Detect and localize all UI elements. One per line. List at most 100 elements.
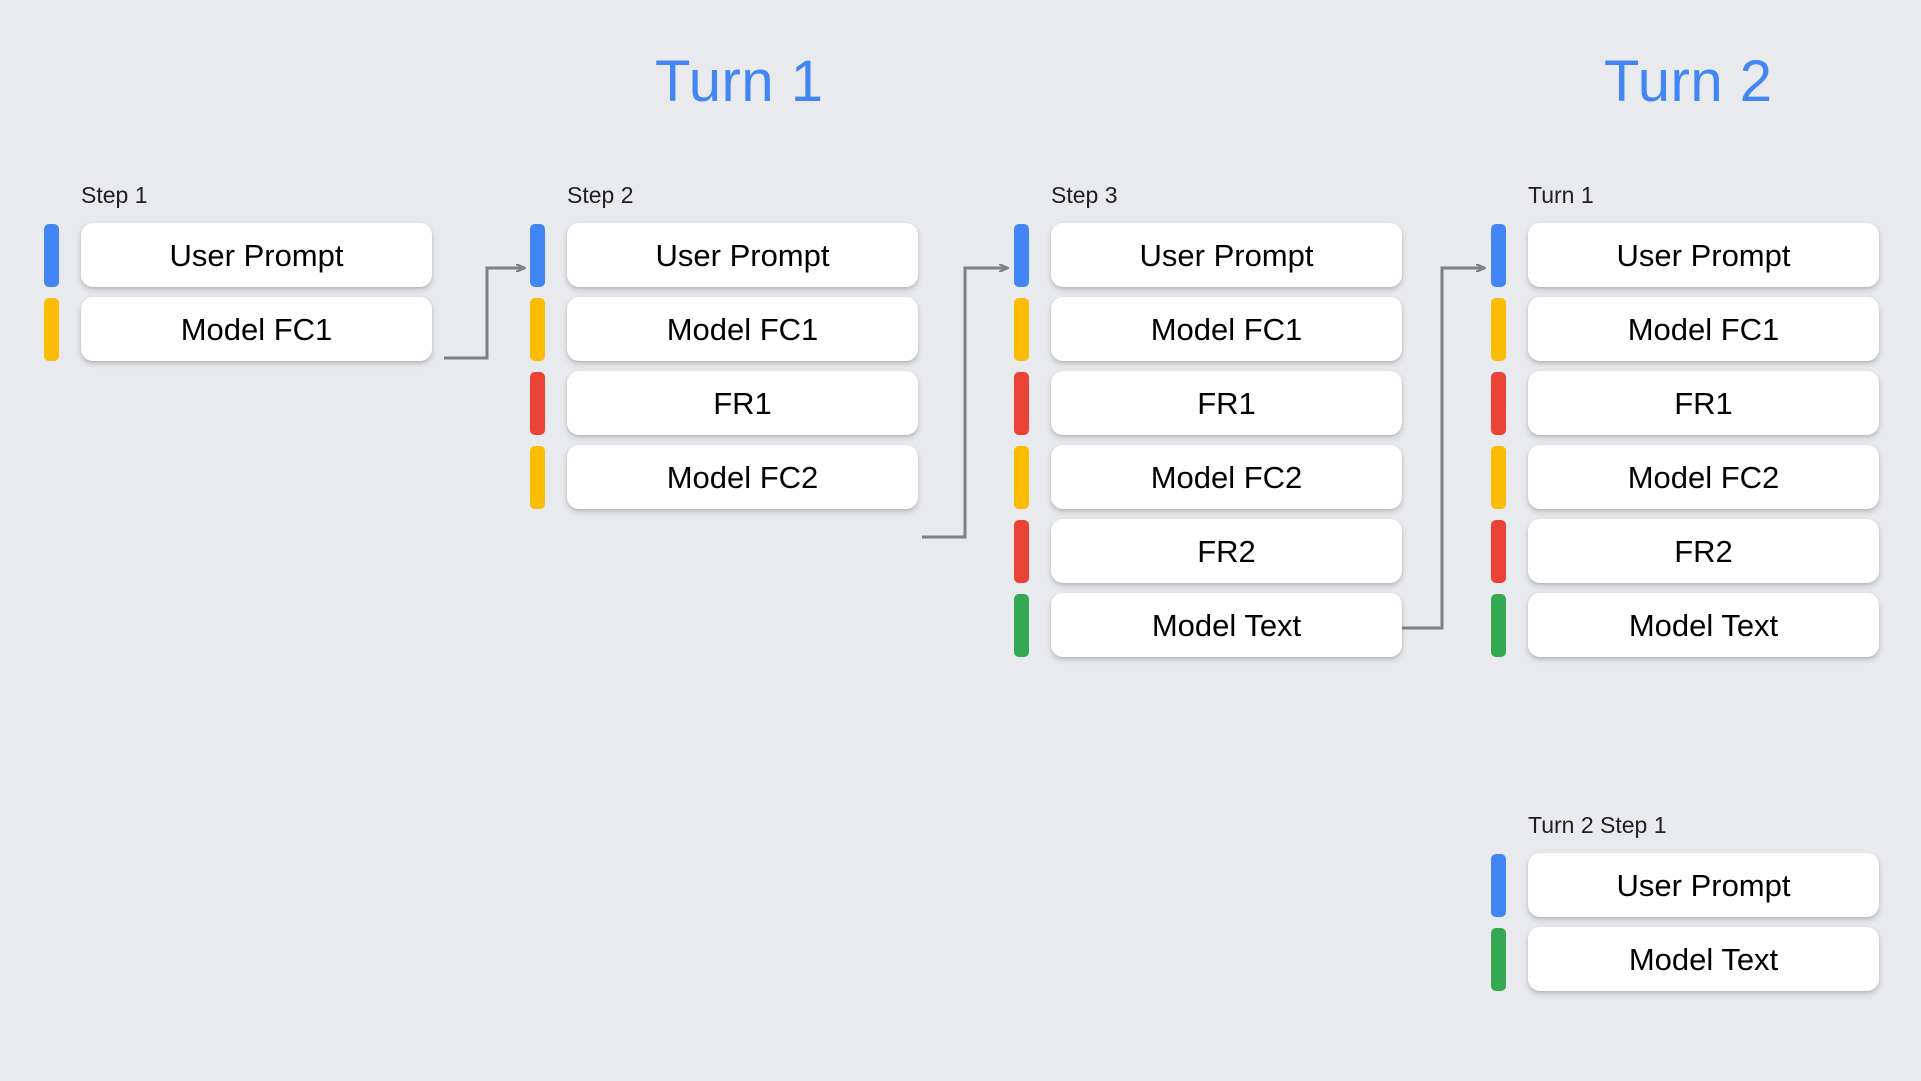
card-fr2[interactable]: FR2 — [1051, 519, 1402, 583]
status-bar-user-prompt-icon — [1491, 223, 1506, 287]
status-bar-user-prompt-icon — [1014, 223, 1029, 287]
arrow-step2-to-step3 — [922, 268, 1008, 539]
column-step-1: Step 1 User Prompt Model FC1 — [44, 182, 432, 366]
card-model-fc1[interactable]: Model FC1 — [1528, 297, 1879, 361]
row-list-step-3: User Prompt Model FC1 FR1 Model FC2 — [1014, 218, 1402, 662]
card-model-text[interactable]: Model Text — [1051, 593, 1402, 657]
card-label: FR2 — [1197, 533, 1256, 569]
card-user-prompt[interactable]: User Prompt — [1051, 223, 1402, 287]
column-step-2: Step 2 User Prompt Model FC1 FR1 — [530, 182, 918, 514]
status-bar-function-response-icon — [1491, 371, 1506, 435]
list-item[interactable]: Model FC2 — [1491, 440, 1879, 514]
status-bar-model-text-icon — [1014, 593, 1029, 657]
card-label: FR1 — [1197, 385, 1256, 421]
turn-2-title: Turn 2 — [1604, 49, 1773, 114]
list-item[interactable]: Model FC2 — [1014, 440, 1402, 514]
card-fr1[interactable]: FR1 — [1051, 371, 1402, 435]
list-item[interactable]: Model FC1 — [1491, 292, 1879, 366]
card-label: Model FC1 — [1627, 311, 1780, 347]
list-item[interactable]: FR1 — [530, 366, 918, 440]
card-fr1[interactable]: FR1 — [1528, 371, 1879, 435]
list-item[interactable]: User Prompt — [1491, 218, 1879, 292]
card-label: Model FC2 — [666, 459, 819, 495]
list-item[interactable]: Model Text — [1491, 922, 1879, 996]
column-label-step-3: Step 3 — [1051, 182, 1118, 208]
arrow-step1-to-step2 — [444, 268, 525, 360]
card-user-prompt[interactable]: User Prompt — [1528, 223, 1879, 287]
card-label: Model FC1 — [1150, 311, 1303, 347]
status-bar-function-response-icon — [530, 371, 545, 435]
card-model-fc2[interactable]: Model FC2 — [1528, 445, 1879, 509]
column-turn-2-step-1: Turn 2 Step 1 User Prompt Model Text — [1491, 812, 1879, 996]
card-label: Model Text — [1628, 607, 1779, 643]
status-bar-user-prompt-icon — [530, 223, 545, 287]
column-label-turn-1: Turn 1 — [1528, 182, 1594, 208]
column-label-step-1: Step 1 — [81, 182, 148, 208]
status-bar-user-prompt-icon — [44, 223, 59, 287]
card-label: Model Text — [1628, 941, 1779, 977]
column-turn-1-summary: Turn 1 User Prompt Model FC1 FR1 — [1491, 182, 1879, 662]
card-model-text[interactable]: Model Text — [1528, 927, 1879, 991]
card-user-prompt[interactable]: User Prompt — [81, 223, 432, 287]
status-bar-function-response-icon — [1014, 519, 1029, 583]
list-item[interactable]: FR1 — [1491, 366, 1879, 440]
card-user-prompt[interactable]: User Prompt — [1528, 853, 1879, 917]
status-bar-model-fc-icon — [1491, 297, 1506, 361]
list-item[interactable]: FR2 — [1491, 514, 1879, 588]
card-label: FR1 — [1674, 385, 1733, 421]
card-label: User Prompt — [655, 237, 830, 273]
card-model-text[interactable]: Model Text — [1528, 593, 1879, 657]
list-item[interactable]: User Prompt — [1491, 848, 1879, 922]
list-item[interactable]: Model Text — [1014, 588, 1402, 662]
row-list-turn-2-step-1: User Prompt Model Text — [1491, 848, 1879, 996]
status-bar-model-fc-icon — [1014, 297, 1029, 361]
status-bar-user-prompt-icon — [1491, 853, 1506, 917]
status-bar-model-text-icon — [1491, 593, 1506, 657]
status-bar-model-fc-icon — [1014, 445, 1029, 509]
card-model-fc1[interactable]: Model FC1 — [1051, 297, 1402, 361]
list-item[interactable]: Model FC2 — [530, 440, 918, 514]
row-list-step-2: User Prompt Model FC1 FR1 Model FC2 — [530, 218, 918, 514]
card-model-fc1[interactable]: Model FC1 — [567, 297, 918, 361]
turn-1-title: Turn 1 — [655, 49, 824, 114]
list-item[interactable]: Model FC1 — [44, 292, 432, 366]
card-user-prompt[interactable]: User Prompt — [567, 223, 918, 287]
status-bar-model-fc-icon — [44, 297, 59, 361]
column-label-turn-2-step-1: Turn 2 Step 1 — [1528, 812, 1667, 838]
row-list-step-1: User Prompt Model FC1 — [44, 218, 432, 366]
list-item[interactable]: FR1 — [1014, 366, 1402, 440]
status-bar-function-response-icon — [1491, 519, 1506, 583]
card-label: Model FC1 — [666, 311, 819, 347]
list-item[interactable]: Model Text — [1491, 588, 1879, 662]
arrow-step3-to-turn1 — [1399, 268, 1485, 630]
card-label: FR1 — [713, 385, 772, 421]
card-label: User Prompt — [1139, 237, 1314, 273]
status-bar-model-text-icon — [1491, 927, 1506, 991]
card-label: User Prompt — [169, 237, 344, 273]
card-fr2[interactable]: FR2 — [1528, 519, 1879, 583]
card-label: Model FC2 — [1150, 459, 1303, 495]
card-model-fc2[interactable]: Model FC2 — [1051, 445, 1402, 509]
list-item[interactable]: User Prompt — [1014, 218, 1402, 292]
column-step-3: Step 3 User Prompt Model FC1 FR1 — [1014, 182, 1402, 662]
card-fr1[interactable]: FR1 — [567, 371, 918, 435]
column-label-step-2: Step 2 — [567, 182, 634, 208]
status-bar-model-fc-icon — [530, 297, 545, 361]
list-item[interactable]: User Prompt — [530, 218, 918, 292]
list-item[interactable]: FR2 — [1014, 514, 1402, 588]
status-bar-model-fc-icon — [1491, 445, 1506, 509]
status-bar-function-response-icon — [1014, 371, 1029, 435]
list-item[interactable]: Model FC1 — [530, 292, 918, 366]
list-item[interactable]: User Prompt — [44, 218, 432, 292]
card-label: Model FC2 — [1627, 459, 1780, 495]
card-label: Model Text — [1151, 607, 1302, 643]
card-label: FR2 — [1674, 533, 1733, 569]
card-model-fc1[interactable]: Model FC1 — [81, 297, 432, 361]
card-label: Model FC1 — [180, 311, 333, 347]
row-list-turn-1-summary: User Prompt Model FC1 FR1 Model FC2 — [1491, 218, 1879, 662]
card-label: User Prompt — [1616, 237, 1791, 273]
card-label: User Prompt — [1616, 867, 1791, 903]
card-model-fc2[interactable]: Model FC2 — [567, 445, 918, 509]
list-item[interactable]: Model FC1 — [1014, 292, 1402, 366]
